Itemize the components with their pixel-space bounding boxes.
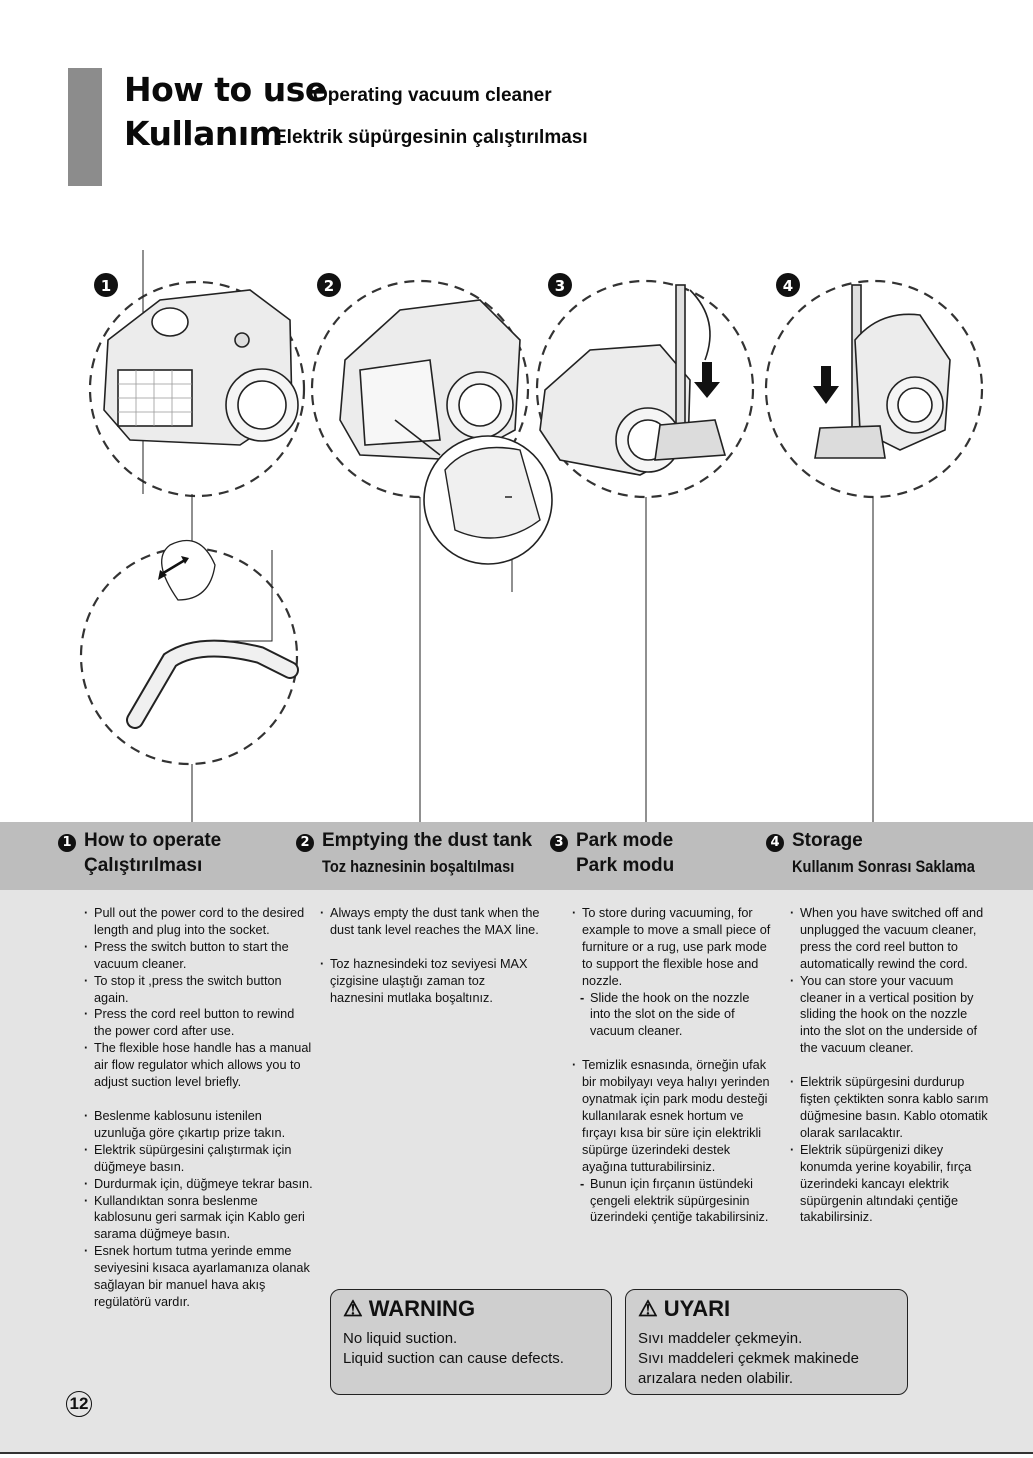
figure-circle-1 — [88, 280, 306, 498]
list-item: Elektrik süpürgenizi dikey konumda yerin… — [790, 1142, 990, 1227]
list-item: Press the switch button to start the vac… — [84, 939, 314, 973]
figure-badges: 1 2 3 4 — [94, 273, 800, 297]
list-item: To stop it ,press the switch button agai… — [84, 973, 314, 1007]
section-3-text: To store during vacuuming, for example t… — [572, 905, 772, 1226]
badge-3: 3 — [555, 277, 565, 295]
title-tr-sub: Elektrik süpürgesinin çalıştırılması — [274, 127, 588, 148]
vacuum-park-mode-view — [539, 284, 727, 476]
figure-circle-3 — [535, 279, 755, 499]
title-tr-main: Kullanım — [124, 114, 283, 153]
page-number: 12 — [66, 1391, 92, 1417]
down-arrow-icon — [694, 362, 720, 398]
list-item: Esnek hortum tutma yerinde emme seviyesi… — [84, 1243, 314, 1311]
vacuum-storage-view — [814, 284, 951, 459]
warning-triangle-icon: ⚠ — [638, 1296, 658, 1321]
list-item: Slide the hook on the nozzle into the sl… — [572, 990, 772, 1041]
list-item: Beslenme kablosunu istenilen uzunluğa gö… — [84, 1108, 314, 1142]
section-1-text: Pull out the power cord to the desired l… — [84, 905, 314, 1311]
list-item: Kullandıktan sonra beslenme kablosunu ge… — [84, 1193, 314, 1244]
warning-box-en: ⚠WARNING No liquid suction. Liquid sucti… — [330, 1289, 612, 1395]
list-item: When you have switched off and unplugged… — [790, 905, 990, 973]
badge-2: 2 — [324, 277, 334, 295]
list-item: Toz haznesindeki toz seviyesi MAX çizgis… — [320, 956, 542, 1007]
list-item: Press the cord reel button to rewind the… — [84, 1006, 314, 1040]
vacuum-front-view — [103, 289, 299, 446]
list-item: Bunun için fırçanın üstündeki çengeli el… — [572, 1176, 772, 1227]
list-item: Always empty the dust tank when the dust… — [320, 905, 542, 939]
title-en-sub: Operating vacuum cleaner — [313, 85, 552, 106]
badge-4: 4 — [783, 277, 793, 295]
hose-handle-view — [126, 539, 299, 729]
list-item: Pull out the power cord to the desired l… — [84, 905, 314, 939]
figure-circle-2 — [310, 279, 530, 499]
list-item: The flexible hose handle has a manual ai… — [84, 1040, 314, 1091]
down-arrow-icon-2 — [813, 366, 839, 404]
section-heading-band — [0, 822, 1033, 890]
list-item: Elektrik süpürgesini çalıştırmak için dü… — [84, 1142, 314, 1176]
warning-triangle-icon: ⚠ — [343, 1296, 363, 1321]
section-4-text: When you have switched off and unplugged… — [790, 905, 990, 1226]
figure-circle-hose — [79, 546, 299, 766]
figure-circle-4 — [764, 279, 984, 499]
warning-box-tr: ⚠UYARI Sıvı maddeler çekmeyin. Sıvı madd… — [625, 1289, 908, 1395]
footer-rule — [0, 1452, 1033, 1454]
list-item: To store during vacuuming, for example t… — [572, 905, 772, 990]
list-item: You can store your vacuum cleaner in a v… — [790, 973, 990, 1058]
section-2-text: Always empty the dust tank when the dust… — [320, 905, 542, 1007]
vacuum-illustration: 1 2 3 4 — [79, 250, 984, 822]
list-item: Elektrik süpürgesini durdurup fişten çek… — [790, 1074, 990, 1142]
list-item: Durdurmak için, düğmeye tekrar basın. — [84, 1176, 314, 1193]
section-marker-bar — [68, 68, 102, 186]
badge-1: 1 — [101, 277, 111, 295]
vacuum-dust-tank-view — [339, 299, 521, 461]
list-item: Temizlik esnasında, örneğin ufak bir mob… — [572, 1057, 772, 1175]
title-en-main: How to use — [124, 70, 327, 109]
